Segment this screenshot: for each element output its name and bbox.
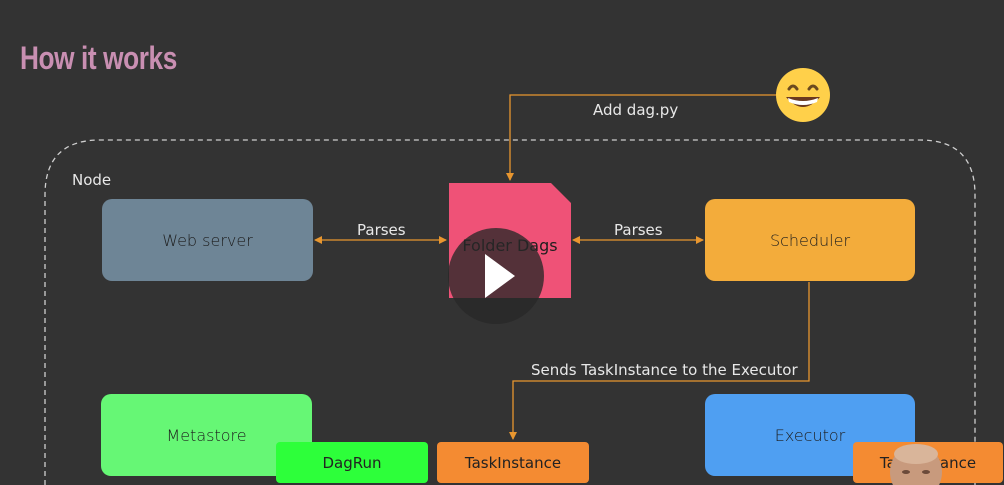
sends-arrow [509, 282, 810, 440]
web-server-label: Web server [162, 230, 253, 250]
page-title: How it works [20, 40, 177, 76]
web-server-box: Web server [102, 199, 313, 281]
dagrun-label: DagRun [322, 453, 382, 472]
metastore-label: Metastore [166, 425, 247, 445]
scheduler-box: Scheduler [705, 199, 915, 281]
scheduler-label: Scheduler [769, 230, 851, 250]
add-dag-label: Add dag.py [593, 101, 679, 119]
node-boundary [44, 139, 976, 485]
dagrun-box: DagRun [276, 442, 428, 483]
presenter-video-thumbnail [890, 444, 942, 485]
executor-label: Executor [774, 425, 846, 445]
parses-left-label: Parses [357, 221, 406, 239]
taskinstance-label: TaskInstance [464, 453, 562, 472]
parses-right-label: Parses [614, 221, 663, 239]
taskinstance-box: TaskInstance [437, 442, 589, 483]
node-label: Node [72, 171, 112, 189]
add-dag-arrow [506, 94, 776, 181]
sends-label: Sends TaskInstance to the Executor [531, 361, 798, 379]
play-icon[interactable] [448, 228, 544, 324]
grinning-emoji-icon [776, 68, 830, 122]
